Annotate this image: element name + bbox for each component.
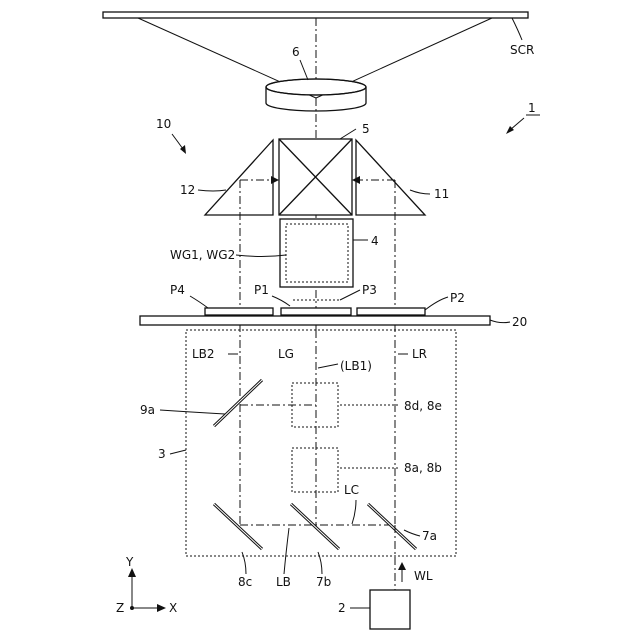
panel-p4-leader — [190, 296, 208, 308]
mirror-9a-leader — [160, 410, 225, 414]
mirror-9a-label: 9a — [140, 403, 155, 417]
panel-p3-label: P3 — [362, 283, 377, 297]
panel-p2-label: P2 — [450, 291, 465, 305]
cross-dichroic-prism — [279, 139, 352, 215]
projection-lens — [266, 79, 366, 111]
illumination-unit — [186, 330, 456, 556]
module-8a-8b — [292, 448, 338, 492]
mirror-7b-label: 7b — [316, 575, 331, 589]
mirror-7b-leader — [318, 552, 322, 574]
optics-unit-arrow — [172, 134, 183, 149]
right-prism-leader — [410, 190, 430, 194]
panel-p1 — [281, 308, 351, 315]
axis-z-label: Z — [116, 601, 124, 615]
mounting-plate — [140, 316, 490, 325]
mirror-7a-label: 7a — [422, 529, 437, 543]
screen-label: SCR — [510, 43, 534, 57]
right-prism-label: 11 — [434, 187, 449, 201]
light-source — [370, 590, 410, 629]
beam-lc-leader — [352, 500, 356, 524]
prism-label: 5 — [362, 122, 370, 136]
panel-p1-label: P1 — [254, 283, 269, 297]
screen-leader — [512, 18, 522, 40]
mirror-8c-label: 8c — [238, 575, 252, 589]
waveguide-block — [280, 219, 353, 287]
system-label: 1 — [528, 101, 536, 115]
lens-leader — [300, 60, 308, 80]
panel-p1-leader — [272, 296, 290, 306]
beam-lb2-label: LB2 — [192, 347, 215, 361]
unit3-label: 3 — [158, 447, 166, 461]
beam-lg-label: LG — [278, 347, 294, 361]
beam-lb1-leader — [318, 364, 338, 368]
panel-p3-leader — [340, 290, 360, 300]
waveguide-name-label: WG1, WG2 — [170, 248, 235, 262]
left-prism-label: 12 — [180, 183, 195, 197]
axis-indicator — [128, 568, 166, 612]
beam-lb-leader — [284, 528, 289, 574]
waveguide-num-label: 4 — [371, 234, 379, 248]
mirror-8c-inner — [214, 504, 262, 549]
plate-label: 20 — [512, 315, 527, 329]
prism-leader — [340, 129, 356, 139]
optics-unit-label: 10 — [156, 117, 171, 131]
beam-lr-label: LR — [412, 347, 427, 361]
white-light-arrow-head — [398, 562, 406, 570]
axis-y-label: Y — [125, 555, 134, 569]
panel-p4 — [205, 308, 273, 315]
panel-p2-leader — [425, 297, 448, 310]
mirror-9a-inner — [214, 380, 262, 426]
box-lower-label: 8a, 8b — [404, 461, 442, 475]
beam-lb1-label: (LB1) — [340, 359, 372, 373]
beam-lb-label: LB — [276, 575, 291, 589]
mirror-8c-leader — [242, 552, 246, 574]
axis-x-label: X — [169, 601, 177, 615]
left-prism — [205, 140, 273, 215]
screen — [103, 12, 528, 18]
unit3-leader — [170, 450, 186, 454]
left-beam-arrow — [271, 176, 279, 184]
right-prism — [356, 140, 425, 215]
beam-lc-label: LC — [344, 483, 359, 497]
mirror-7a-inner — [368, 504, 416, 549]
mirror-7b-inner — [291, 504, 339, 549]
plate-leader — [490, 320, 510, 323]
mirror-7a-leader — [404, 530, 420, 536]
lens-label: 6 — [292, 45, 300, 59]
source-label: 2 — [338, 601, 346, 615]
white-light-label: WL — [414, 569, 433, 583]
waveguide-name-leader — [236, 255, 286, 257]
box-upper-label: 8d, 8e — [404, 399, 442, 413]
left-prism-leader — [198, 190, 226, 191]
panel-p2 — [357, 308, 425, 315]
panel-p4-label: P4 — [170, 283, 185, 297]
